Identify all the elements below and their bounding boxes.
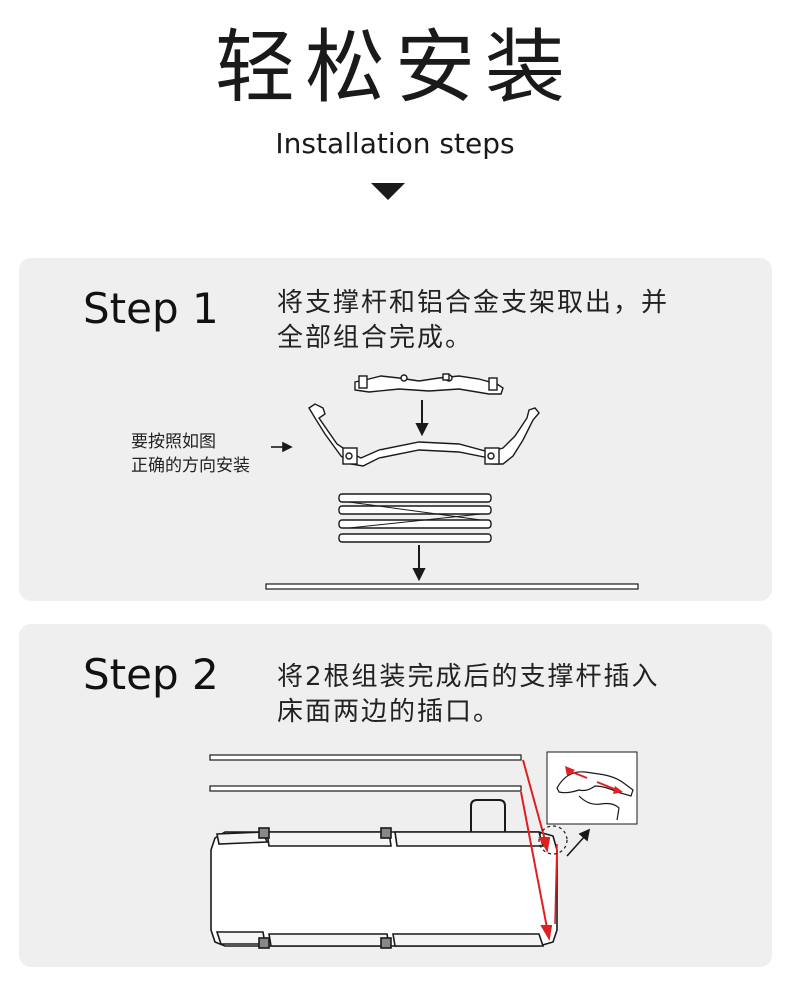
detail-highlight-icon bbox=[538, 825, 568, 855]
support-rods-icon bbox=[338, 493, 492, 543]
step-1-illustration bbox=[265, 373, 639, 590]
support-rod-icon bbox=[209, 785, 522, 792]
insert-arrow-icon bbox=[520, 759, 558, 941]
step-2-label: Step 2 bbox=[83, 650, 219, 699]
step-2-illustration bbox=[209, 751, 638, 949]
base-bar-icon bbox=[265, 583, 639, 590]
note-arrow-icon bbox=[271, 441, 293, 453]
top-bracket-icon bbox=[354, 373, 504, 395]
support-rod-icon bbox=[209, 754, 522, 761]
arrow-down-icon bbox=[415, 400, 429, 437]
bed-handle-icon bbox=[470, 799, 506, 832]
step-1-note-line-1: 要按照如图 bbox=[131, 432, 216, 452]
step-2-text-line-2: 床面两边的插口。 bbox=[277, 697, 502, 727]
step-1-description: 将支撑杆和铝合金支架取出，并 全部组合完成。 bbox=[277, 286, 747, 356]
step-2-text-line-1: 将2根组装完成后的支撑杆插入 bbox=[277, 662, 660, 692]
down-triangle-icon bbox=[371, 183, 405, 200]
step-2-panel: Step 2 将2根组装完成后的支撑杆插入 床面两边的插口。 bbox=[19, 624, 772, 967]
step-1-text-line-2: 全部组合完成。 bbox=[277, 323, 474, 353]
arrow-down-icon bbox=[412, 545, 426, 582]
bed-frame-icon bbox=[210, 827, 558, 949]
page-title: 轻松安装 bbox=[215, 21, 575, 114]
page-subtitle: Installation steps bbox=[275, 127, 515, 160]
inset-detail-icon bbox=[546, 751, 638, 825]
step-1-label: Step 1 bbox=[83, 284, 219, 333]
step-1-note: 要按照如图 正确的方向安装 bbox=[131, 430, 250, 478]
pointer-arrow-icon bbox=[566, 828, 591, 857]
step-1-panel: Step 1 将支撑杆和铝合金支架取出，并 全部组合完成。 要按照如图 正确的方… bbox=[19, 258, 772, 601]
step-1-note-line-2: 正确的方向安装 bbox=[131, 456, 250, 476]
step-2-description: 将2根组装完成后的支撑杆插入 床面两边的插口。 bbox=[277, 660, 747, 730]
aluminium-frame-icon bbox=[308, 403, 540, 467]
step-1-text-line-1: 将支撑杆和铝合金支架取出，并 bbox=[277, 288, 670, 318]
